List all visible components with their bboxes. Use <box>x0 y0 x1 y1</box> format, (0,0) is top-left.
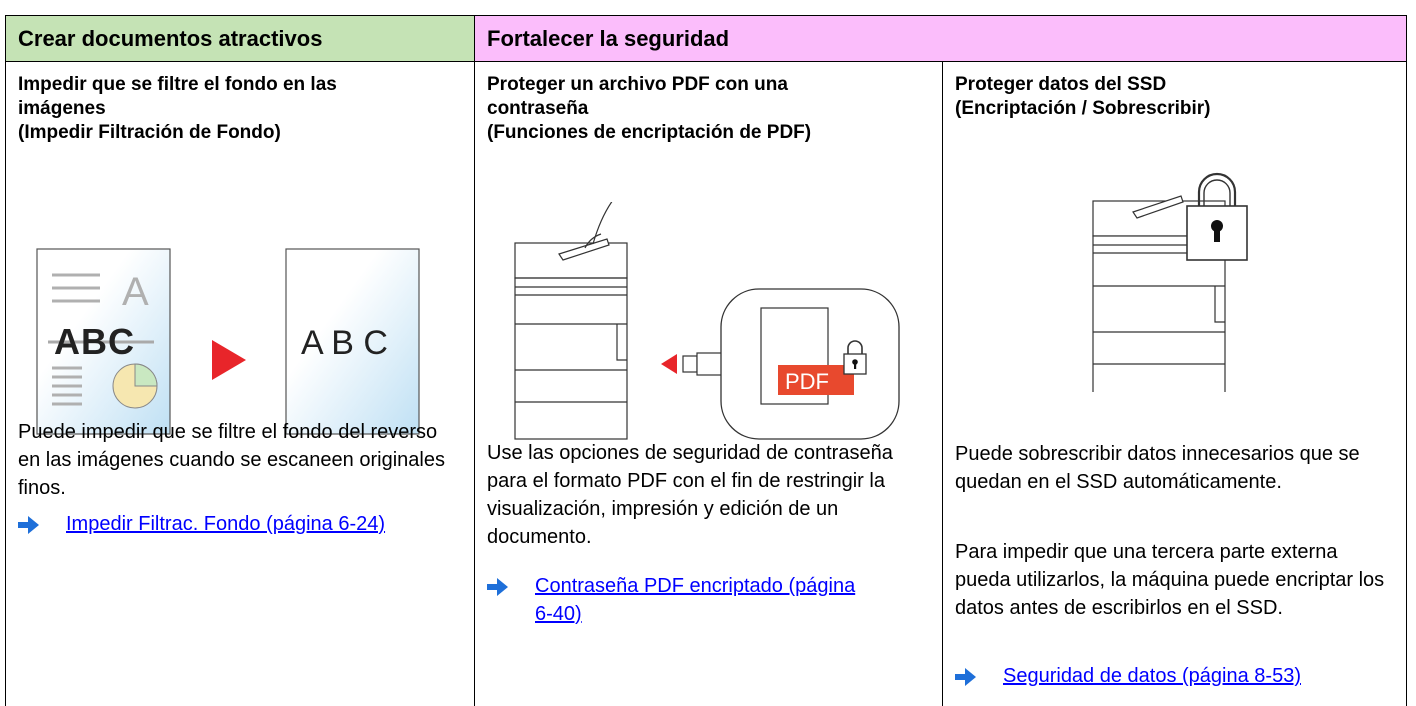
table-right-border <box>1406 15 1407 706</box>
background-filter-illustration: A ABC A B C <box>36 248 420 435</box>
section-header-security: Fortalecer la seguridad <box>475 16 1406 61</box>
column-divider-1 <box>474 15 475 706</box>
usb-drive-icon <box>682 352 726 376</box>
pie-chart-icon <box>112 363 158 409</box>
page-reference-link[interactable]: Impedir Filtrac. Fondo (página 6-24) <box>66 513 386 535</box>
link-line-2[interactable]: 6-40) <box>535 603 582 625</box>
feature-title: Proteger datos del SSD (Encriptación / S… <box>955 74 1211 119</box>
pdf-label: PDF <box>785 369 829 394</box>
right-arrow-icon <box>18 510 48 538</box>
table-left-border <box>5 15 6 706</box>
ssd-protection-illustration <box>1092 172 1248 392</box>
table-top-border <box>5 15 1407 16</box>
right-arrow-icon <box>955 662 985 690</box>
after-text: A B C <box>301 324 388 362</box>
link-line-1[interactable]: Contraseña PDF encriptado (página <box>535 575 856 597</box>
printer-icon <box>514 202 628 440</box>
pdf-encryption-illustration: PDF <box>514 202 900 440</box>
transform-arrow-icon <box>212 340 246 380</box>
printer-icon <box>1092 195 1226 392</box>
feature-description: Puede sobrescribir datos innecesarios qu… <box>955 443 1360 493</box>
page-reference-link[interactable]: Seguridad de datos (página 8-53) <box>1003 665 1301 687</box>
feature-description-secondary: Para impedir que una tercera parte exter… <box>955 541 1385 619</box>
reference-link-row: Impedir Filtrac. Fondo (página 6-24) <box>18 510 460 538</box>
feature-title: Proteger un archivo PDF con una contrase… <box>487 74 812 143</box>
feature-table: Crear documentos atractivos Fortalecer l… <box>5 15 1407 706</box>
page-reference-link[interactable]: Contraseña PDF encriptado (página 6-40) <box>517 572 855 628</box>
feature-column-pdf-encryption: Proteger un archivo PDF con una contrase… <box>475 62 942 706</box>
column-divider-2 <box>942 62 943 706</box>
feature-column-background: Impedir que se filtre el fondo en las im… <box>6 62 474 706</box>
feature-description: Use las opciones de seguridad de contras… <box>487 442 893 548</box>
right-arrow-icon <box>487 572 517 628</box>
before-text: ABC <box>54 321 135 362</box>
feature-title: Impedir que se filtre el fondo en las im… <box>18 74 337 143</box>
padlock-icon <box>843 340 867 375</box>
section-header-attractive-documents: Crear documentos atractivos <box>6 16 474 61</box>
reference-link-row: Contraseña PDF encriptado (página 6-40) <box>487 572 928 628</box>
padlock-icon <box>1186 172 1248 261</box>
reference-link-row: Seguridad de datos (página 8-53) <box>955 662 1392 690</box>
feature-column-ssd-protection: Proteger datos del SSD (Encriptación / S… <box>943 62 1406 706</box>
feature-description: Puede impedir que se filtre el fondo del… <box>18 421 445 499</box>
faded-letter: A <box>122 270 149 314</box>
header-bottom-border <box>5 61 1407 62</box>
